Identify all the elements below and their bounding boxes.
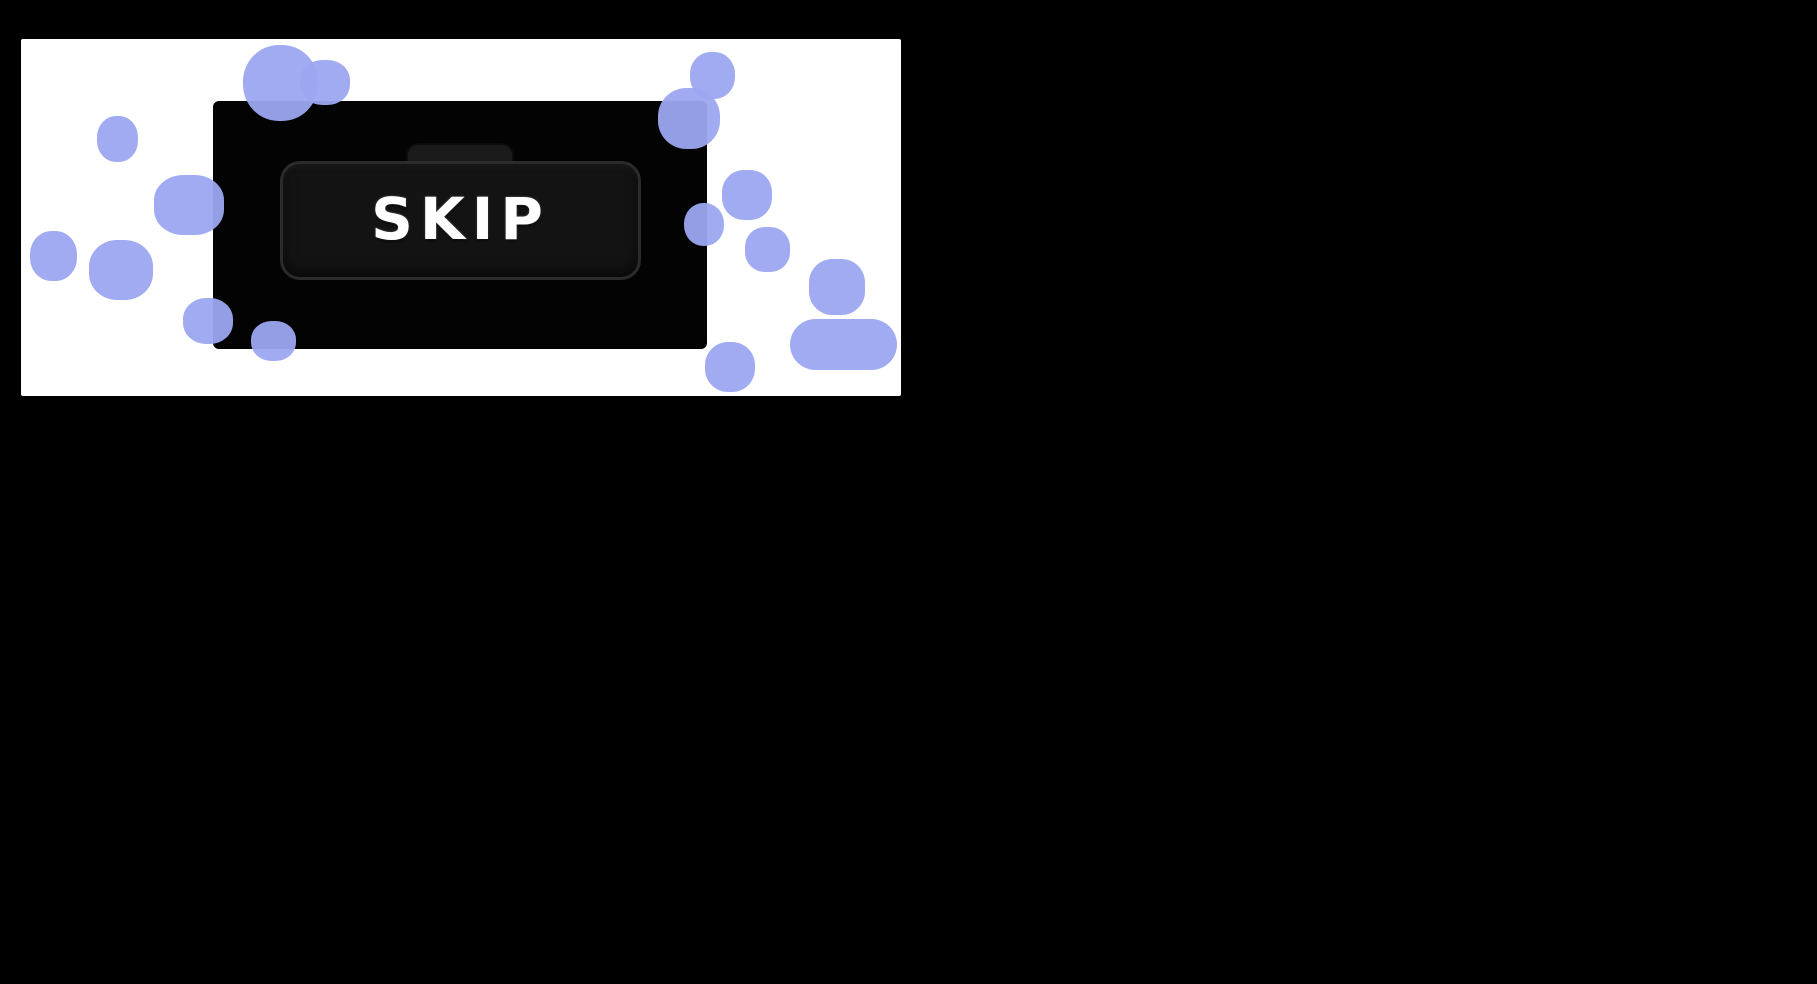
skip-button[interactable]: SKIP [280, 161, 641, 280]
white-canvas: SKIP [21, 39, 901, 396]
skip-button-label: SKIP [371, 184, 550, 253]
dialog-panel: SKIP [213, 101, 707, 349]
